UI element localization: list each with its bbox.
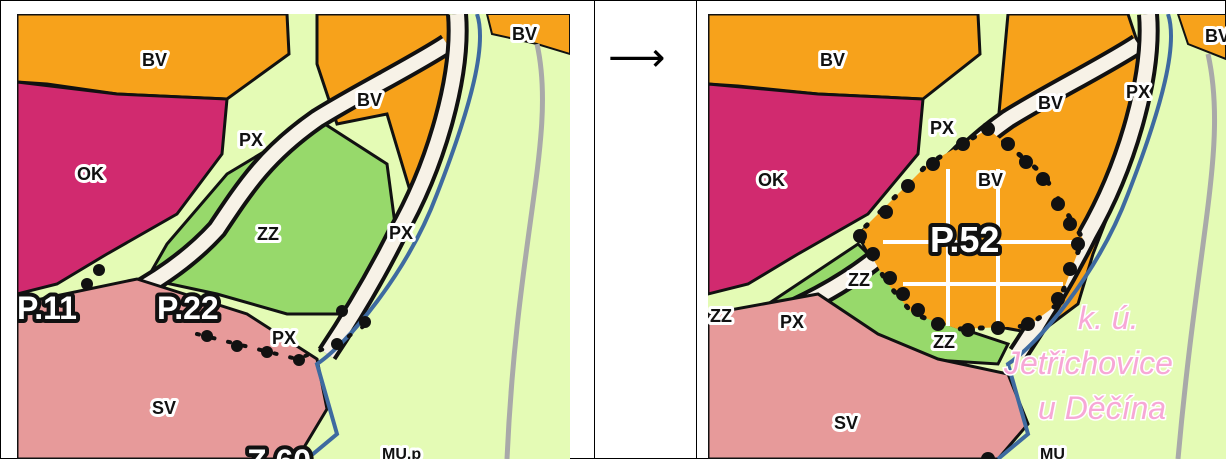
label-px: PX bbox=[272, 328, 296, 348]
label-px: PX bbox=[239, 130, 263, 150]
label-zz: ZZ bbox=[933, 332, 955, 352]
plot-p52-grid bbox=[883, 169, 1073, 326]
map-before: BV BV BV OK PX PX PX ZZ SV MU.p P.11 P.2… bbox=[17, 14, 570, 459]
gray-path bbox=[1175, 53, 1218, 459]
label-ok: OK bbox=[77, 164, 104, 184]
label-px: PX bbox=[389, 223, 413, 243]
label-bv: BV bbox=[357, 90, 382, 110]
left-divider bbox=[594, 0, 595, 459]
boundary-dots bbox=[81, 264, 371, 366]
label-p22: P.22 bbox=[157, 290, 219, 326]
label-sv: SV bbox=[834, 413, 858, 433]
label-p52: P.52 bbox=[930, 219, 999, 260]
label-bv: BV bbox=[512, 24, 537, 44]
zone-sv bbox=[708, 292, 1030, 459]
zone-ok bbox=[708, 82, 925, 296]
zone-bv-corner bbox=[1176, 14, 1226, 61]
map-panel-before: BV BV BV OK PX PX PX ZZ SV MU.p P.11 P.2… bbox=[17, 14, 570, 459]
label-px: PX bbox=[1126, 82, 1150, 102]
plot-p52-dots bbox=[853, 122, 1085, 459]
label-mu: MU bbox=[1040, 446, 1065, 459]
label-z60: Z.60 bbox=[247, 443, 311, 459]
label-zz: ZZ bbox=[848, 270, 870, 290]
transition-arrow: ⟶ bbox=[608, 35, 666, 81]
zone-bv-corner bbox=[485, 14, 570, 56]
boundary-line bbox=[996, 14, 1174, 459]
cadastral-label-line2: Jetřichovice bbox=[1003, 345, 1173, 381]
zone-zz bbox=[144, 117, 397, 316]
cadastral-label-line1: k. ú. bbox=[1078, 300, 1138, 336]
zone-ok bbox=[17, 80, 229, 296]
right-divider bbox=[696, 0, 697, 459]
label-ok: OK bbox=[758, 170, 785, 190]
gray-path bbox=[504, 43, 546, 459]
label-sv: SV bbox=[152, 398, 176, 418]
label-bv: BV bbox=[820, 50, 845, 70]
label-bv: BV bbox=[142, 50, 167, 70]
label-mu: MU.p bbox=[382, 446, 421, 459]
label-zz: ZZ bbox=[257, 224, 279, 244]
label-bv: BV bbox=[1205, 26, 1226, 46]
label-bv: BV bbox=[1038, 93, 1063, 113]
label-zz: ZZ bbox=[710, 306, 732, 326]
label-bv: BV bbox=[978, 170, 1003, 190]
map-after: BV BV BV BV OK PX PX PX ZZ ZZ ZZ SV MU P… bbox=[708, 14, 1226, 459]
cadastral-label-line3: u Děčína bbox=[1038, 390, 1166, 426]
label-p11: P.11 bbox=[17, 290, 77, 326]
label-px: PX bbox=[930, 118, 954, 138]
road2-fill bbox=[321, 14, 465, 358]
label-px: PX bbox=[780, 312, 804, 332]
map-panel-after: BV BV BV BV OK PX PX PX ZZ ZZ ZZ SV MU P… bbox=[708, 14, 1226, 459]
